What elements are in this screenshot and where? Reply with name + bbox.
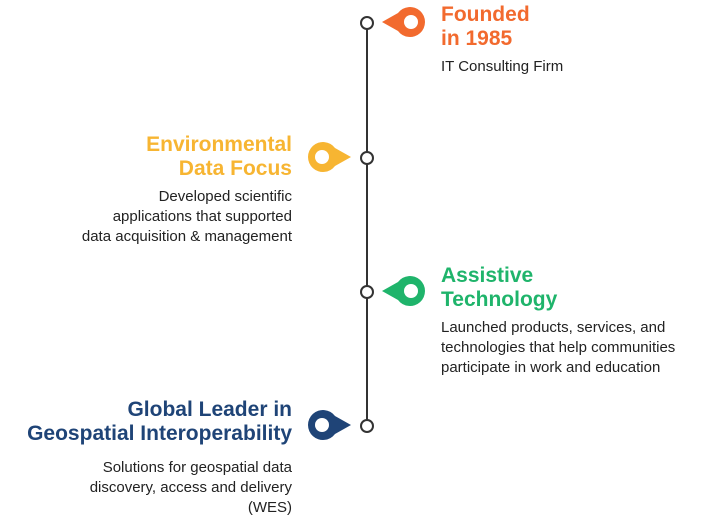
milestone-desc-assistive: Launched products, services, and technol…: [441, 319, 676, 376]
milestone-title-assistive: Assistive Technology: [441, 264, 558, 311]
timeline-node-geospatial: [360, 419, 374, 433]
timeline-node-1985: [360, 16, 374, 30]
milestone-title-environmental: Environmental Data Focus: [146, 133, 292, 180]
milestone-desc-environmental: Developed scientific applications that s…: [81, 188, 292, 245]
map-pin-icon: [303, 139, 353, 175]
timeline-node-assistive: [360, 285, 374, 299]
milestone-title-geospatial: Global Leader in Geospatial Interoperabi…: [27, 398, 292, 445]
timeline-node-environmental: [360, 151, 374, 165]
timeline-line: [366, 22, 368, 425]
milestone-desc-founded: IT Consulting Firm: [441, 58, 564, 75]
map-pin-icon: [380, 273, 430, 309]
milestone-desc-geospatial: Solutions for geospatial data discovery,…: [89, 459, 292, 516]
milestone-title-founded: Founded in 1985: [441, 3, 530, 50]
map-pin-icon: [380, 4, 430, 40]
map-pin-icon: [303, 407, 353, 443]
